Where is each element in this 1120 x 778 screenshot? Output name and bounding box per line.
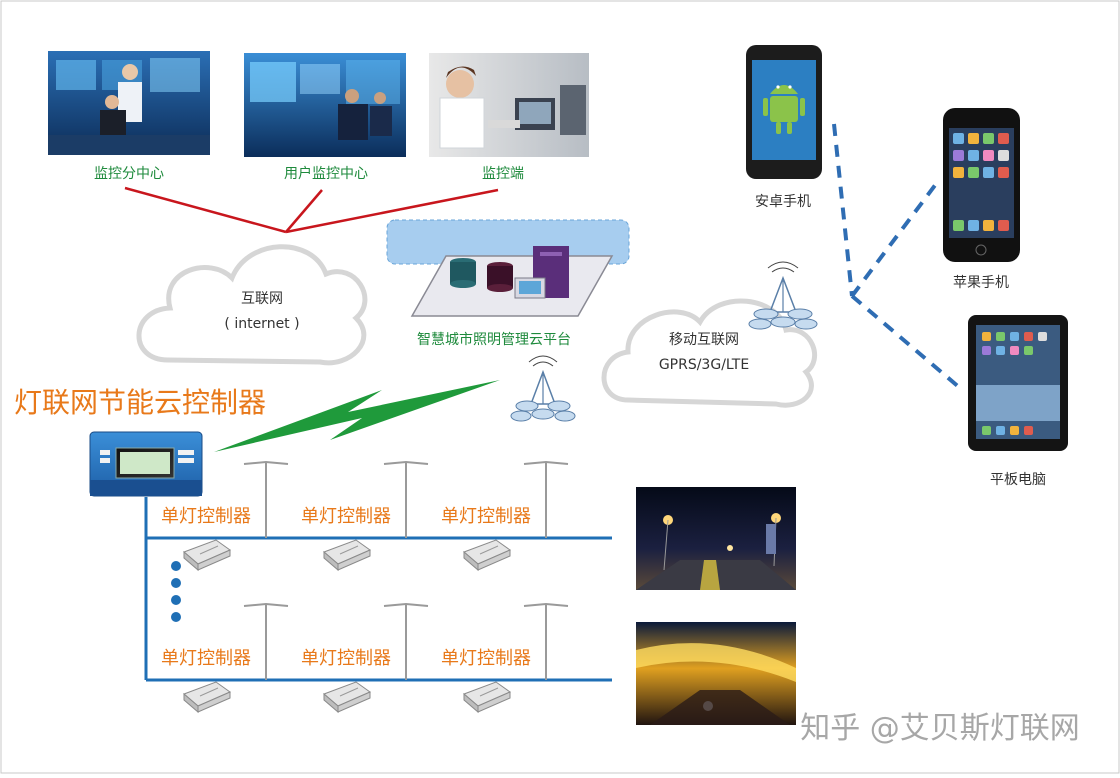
lamp-unit: 单灯控制器 [301,460,429,572]
street-light-arm [243,460,289,465]
cloud-platform-label: 智慧城市照明管理云平台 [417,331,571,348]
single-lamp-controller-label: 单灯控制器 [301,506,391,527]
photo-monitor-terminal [429,53,589,157]
tablet-icon [968,315,1068,451]
street-light-arm [383,602,429,607]
cloud-controller-device-icon [89,431,203,497]
label-user-monitor-center: 用户监控中心 [284,165,368,182]
street-light-arm [523,602,569,607]
internet-cloud [136,244,368,366]
lamp-unit: 单灯控制器 [161,460,289,572]
label-monitor-subcenter: 监控分中心 [94,166,164,182]
internet-cloud-subtitle: ( internet ) [224,316,299,332]
lamp-rows: 单灯控制器单灯控制器单灯控制器单灯控制器单灯控制器单灯控制器 [161,460,569,714]
single-lamp-controller-label: 单灯控制器 [441,648,531,669]
base-station-controller-icon [510,355,576,422]
row-ellipsis-dots [171,561,181,622]
lamp-unit: 单灯控制器 [441,602,569,714]
mobile-wireless-links [832,123,962,390]
android-phone-icon [746,45,822,179]
internet-link-lines [124,186,499,234]
photo-tunnel [636,622,796,725]
controller-title: 灯联网节能云控制器 [14,386,266,419]
internet-cloud-title: 互联网 [241,291,283,307]
street-light-arm [523,460,569,465]
street-light-arm [243,602,289,607]
single-lamp-controller-label: 单灯控制器 [441,506,531,527]
photo-user-monitor-center [244,53,406,157]
mobile-cloud-subtitle: GPRS/3G/LTE [659,357,749,373]
single-lamp-controller-icon [463,539,512,572]
single-lamp-controller-icon [183,681,232,714]
single-lamp-controller-icon [323,539,372,572]
single-lamp-controller-label: 单灯控制器 [161,648,251,669]
lamp-unit: 单灯控制器 [161,602,289,714]
base-station-mobile-icon [748,261,818,330]
photo-street-night [636,487,796,590]
photo-monitor-subcenter [48,51,210,155]
single-lamp-controller-label: 单灯控制器 [161,506,251,527]
wireless-signal-bolt [214,380,500,452]
single-lamp-controller-icon [323,681,372,714]
label-monitor-terminal: 监控端 [482,166,524,182]
lamp-network-lines [144,497,612,682]
iphone-icon [943,108,1020,262]
label-tablet: 平板电脑 [990,472,1046,488]
single-lamp-controller-icon [183,539,232,572]
label-android-phone: 安卓手机 [755,194,811,210]
street-light-arm [383,460,429,465]
lamp-unit: 单灯控制器 [441,460,569,572]
mobile-cloud-title: 移动互联网 [669,332,739,348]
lamp-unit: 单灯控制器 [301,602,429,714]
watermark: 知乎 @艾贝斯灯联网 [800,711,1080,746]
cloud-platform-graphic [386,219,630,317]
label-iphone: 苹果手机 [953,275,1009,291]
single-lamp-controller-label: 单灯控制器 [301,648,391,669]
single-lamp-controller-icon [463,681,512,714]
